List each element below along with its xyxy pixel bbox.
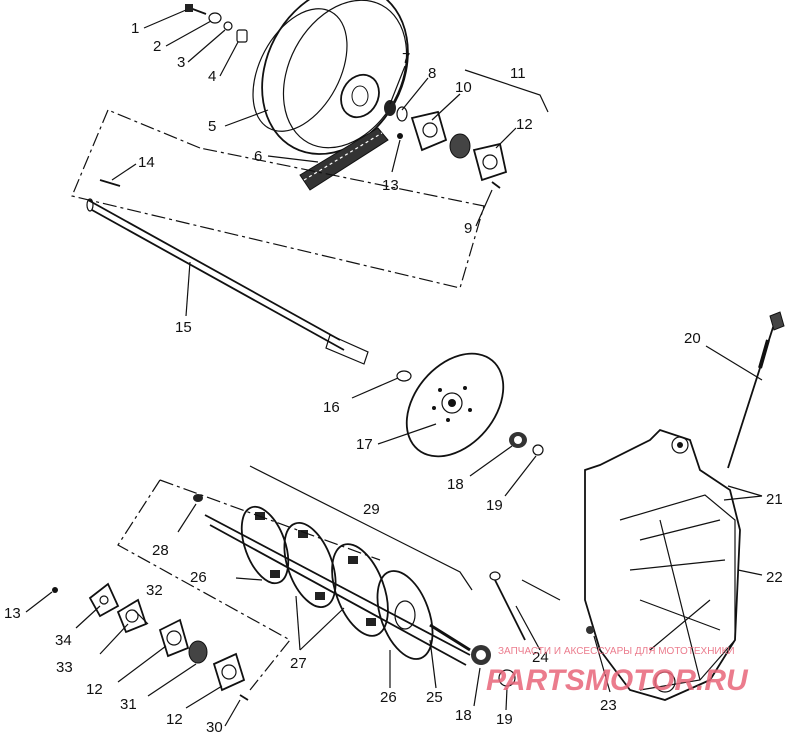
callout-14: 14: [138, 154, 155, 171]
callout-12: 12: [86, 681, 103, 698]
callout-7: 7: [402, 50, 410, 67]
callout-20: 20: [684, 330, 701, 347]
callout-11: 11: [510, 65, 526, 82]
callout-16: 16: [323, 399, 340, 416]
callout-2: 2: [153, 38, 161, 55]
callout-21: 21: [766, 491, 783, 508]
callout-33: 33: [56, 659, 73, 676]
callout-30: 30: [206, 719, 223, 736]
callout-9: 9: [464, 220, 472, 237]
drive-shaft-29: [193, 494, 516, 687]
callout-5: 5: [208, 118, 216, 135]
callout-4: 4: [208, 68, 216, 85]
callout-10: 10: [455, 79, 472, 96]
callout-31: 31: [120, 696, 137, 713]
shaft-15: [86, 179, 369, 365]
callout-19: 19: [496, 711, 513, 728]
callout-28: 28: [152, 542, 169, 559]
callout-17: 17: [356, 436, 373, 453]
callout-26: 26: [380, 689, 397, 706]
callout-19: 19: [486, 497, 503, 514]
callout-labels: 1 2 3 4 5 6 7 8 9 10 11 12 13 14 15 16 1…: [4, 20, 783, 736]
callout-13: 13: [382, 177, 399, 194]
callout-18: 18: [455, 707, 472, 724]
callout-13: 13: [4, 605, 21, 622]
callout-27: 27: [290, 655, 307, 672]
brake-disc-17: [396, 352, 544, 458]
callout-15: 15: [175, 319, 192, 336]
callout-29: 29: [363, 501, 380, 518]
leader-lines: [25, 9, 763, 727]
watermark-brand: PARTSMOTOR.RU: [486, 664, 749, 697]
callout-6: 6: [254, 148, 262, 165]
callout-12: 12: [166, 711, 183, 728]
watermark-caption: ЗАПЧАСТИ И АКСЕССУАРЫ ДЛЯ МОТОТЕХНИКИ: [498, 646, 735, 657]
callout-24: 24: [532, 649, 549, 666]
watermark: ЗАПЧАСТИ И АКСЕССУАРЫ ДЛЯ МОТОТЕХНИКИ PA…: [486, 646, 749, 697]
callout-32: 32: [146, 582, 163, 599]
callout-25: 25: [426, 689, 443, 706]
callout-23: 23: [600, 697, 617, 714]
callout-18: 18: [447, 476, 464, 493]
callout-8: 8: [428, 65, 436, 82]
callout-22: 22: [766, 569, 783, 586]
lower-bearing-group: [52, 582, 249, 701]
callout-3: 3: [177, 54, 185, 71]
top-sprocket-assembly: [185, 0, 508, 191]
callout-34: 34: [55, 632, 72, 649]
callout-12: 12: [516, 116, 533, 133]
callout-26: 26: [190, 569, 207, 586]
callout-1: 1: [131, 20, 139, 37]
chaincase-cover-22: [489, 311, 785, 701]
